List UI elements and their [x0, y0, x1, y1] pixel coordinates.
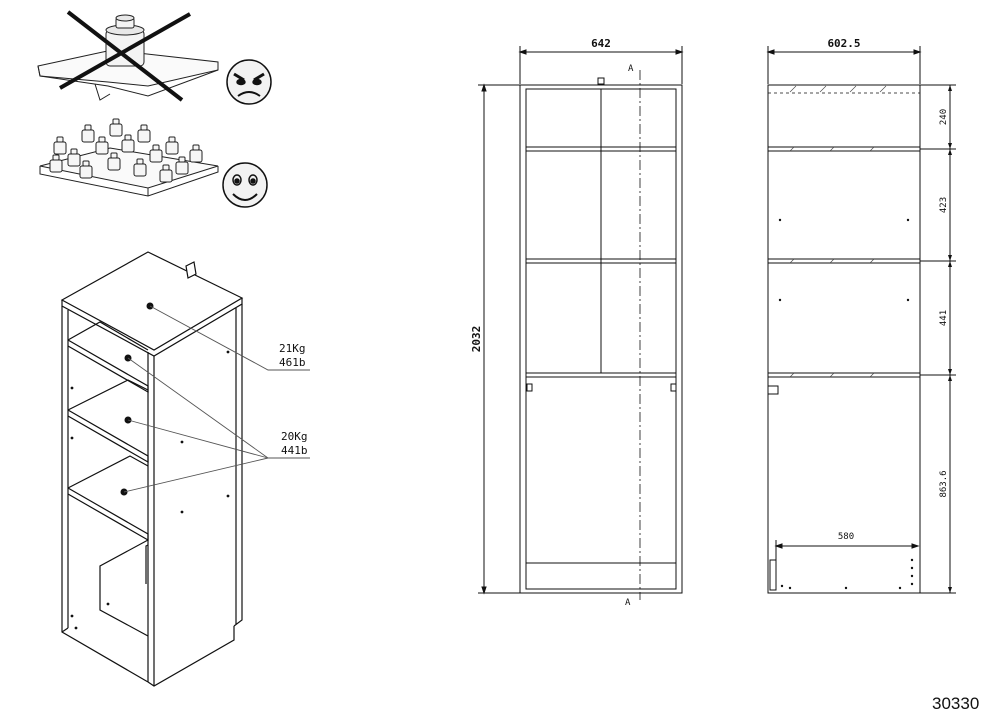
side-view	[766, 46, 956, 594]
side-section-label-4: 863.6	[939, 470, 949, 497]
small-weight-icon	[107, 152, 121, 171]
front-width-label: 642	[591, 37, 611, 50]
happy-face-icon	[222, 162, 268, 208]
front-view	[478, 46, 684, 600]
section-mark-top: A	[628, 64, 634, 74]
small-weights-group	[49, 118, 203, 183]
small-weight-icon	[49, 154, 63, 173]
isometric-cabinet	[60, 251, 310, 687]
small-weight-icon	[79, 160, 93, 179]
small-weight-icon	[175, 156, 189, 175]
inner-width-label: 580	[838, 532, 854, 542]
front-height-label: 2032	[470, 326, 483, 353]
side-width-label: 602.5	[827, 37, 860, 50]
small-weight-icon	[109, 118, 123, 137]
top-load-kg: 21Kg	[279, 342, 306, 355]
small-weight-icon	[67, 148, 81, 167]
small-weight-icon	[165, 136, 179, 155]
side-section-label-1: 240	[939, 109, 949, 125]
section-mark-bottom: A	[625, 598, 631, 608]
small-weight-icon	[121, 134, 135, 153]
product-code: 30330	[932, 694, 979, 709]
side-section-label-3: 441	[939, 310, 949, 326]
small-weight-icon	[137, 124, 151, 143]
bad-load-illustration	[37, 10, 219, 102]
small-weight-icon	[149, 144, 163, 163]
shelf-load-lb: 441b	[281, 444, 308, 457]
angry-face-icon	[226, 59, 272, 105]
small-weight-icon	[53, 136, 67, 155]
small-weight-icon	[81, 124, 95, 143]
shelf-load-kg: 20Kg	[281, 430, 308, 443]
side-section-label-2: 423	[939, 197, 949, 213]
small-weight-icon	[133, 158, 147, 177]
small-weight-icon	[95, 136, 109, 155]
good-load-illustration	[39, 147, 219, 197]
top-load-lb: 461b	[279, 356, 306, 369]
small-weight-icon	[189, 144, 203, 163]
cross-mark-icon	[59, 10, 191, 102]
small-weight-icon	[159, 164, 173, 183]
